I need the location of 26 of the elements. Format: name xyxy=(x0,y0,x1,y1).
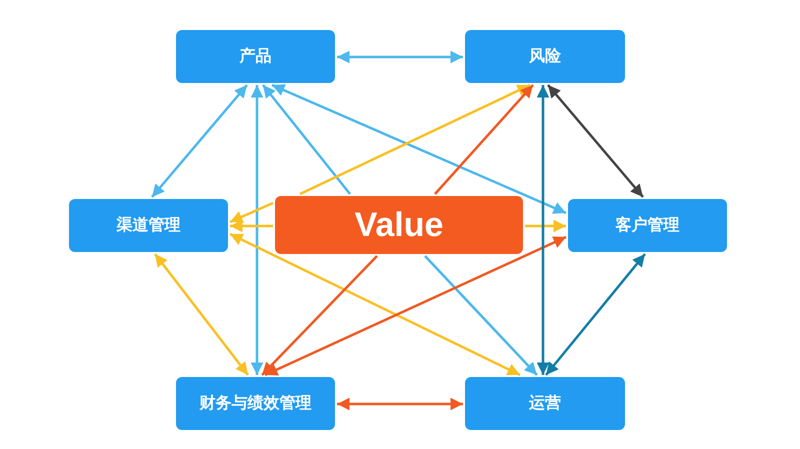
double-arrow xyxy=(525,220,566,232)
double-arrow xyxy=(272,84,566,214)
double-arrow xyxy=(151,84,248,198)
double-arrow xyxy=(547,84,644,198)
double-arrow xyxy=(261,255,378,376)
value-box: Value xyxy=(275,196,523,254)
double-arrow xyxy=(229,232,521,376)
double-arrow xyxy=(536,85,550,375)
double-arrow xyxy=(230,220,273,232)
double-arrow xyxy=(434,84,534,195)
process-box: 财务与绩效管理 xyxy=(176,377,335,430)
process-box: 运营 xyxy=(465,377,625,430)
double-arrow xyxy=(337,398,463,410)
double-arrow xyxy=(250,85,264,375)
double-arrow xyxy=(424,255,538,376)
process-box: 渠道管理 xyxy=(69,199,228,252)
process-box: 产品 xyxy=(176,30,335,83)
double-arrow xyxy=(299,84,531,196)
double-arrow xyxy=(230,202,274,224)
double-arrow xyxy=(262,84,351,195)
process-box: 风险 xyxy=(465,30,625,83)
double-arrow xyxy=(264,236,567,376)
process-box: 客户管理 xyxy=(568,199,727,252)
double-arrow xyxy=(154,253,249,376)
double-arrow xyxy=(545,253,646,376)
double-arrow xyxy=(337,50,463,64)
